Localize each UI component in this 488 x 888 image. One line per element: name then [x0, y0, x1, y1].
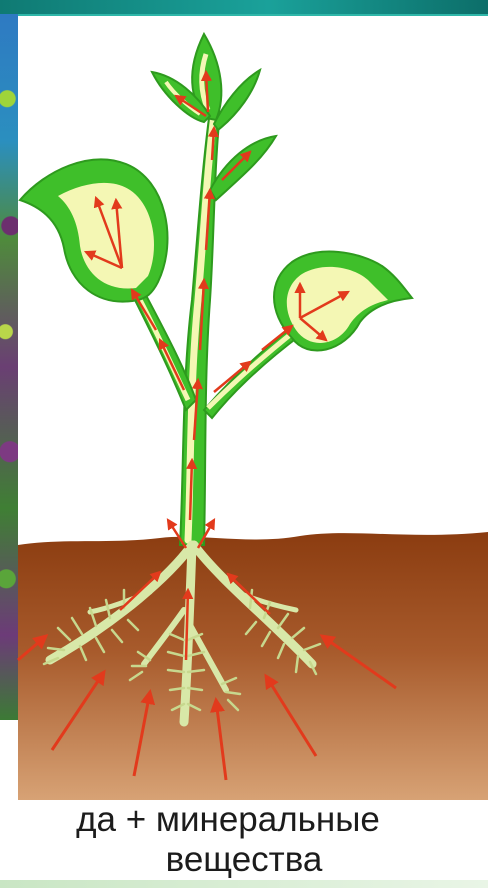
plant-stem — [180, 110, 220, 545]
caption-line-1: да + минеральные — [0, 800, 488, 840]
side-shoot — [210, 136, 276, 200]
caption: да + минеральные вещества — [0, 800, 488, 888]
caption-line-2: вещества — [0, 840, 488, 880]
soil — [18, 532, 488, 800]
bottom-strip — [0, 880, 488, 888]
